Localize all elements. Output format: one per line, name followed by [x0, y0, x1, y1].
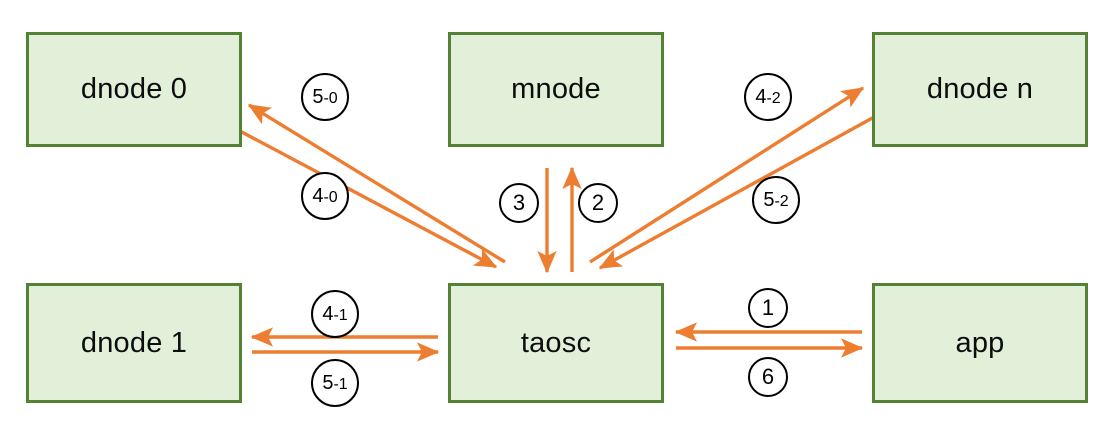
- edge-badge-label-5-0: 5-0: [312, 86, 338, 108]
- arrow-4-0: [237, 128, 498, 269]
- edge-badge-4-0: 4-0: [301, 172, 349, 220]
- edge-badge-label-4-0: 4-0: [312, 185, 338, 207]
- edge-badge-label-1: 1: [761, 295, 775, 320]
- edge-badge-label-5-2: 5-2: [763, 189, 789, 211]
- edge-badge-label-5-1: 5-1: [322, 372, 348, 394]
- node-taosc[interactable]: taosc: [448, 283, 664, 403]
- edge-badge-3: 3: [499, 183, 539, 223]
- node-label-taosc: taosc: [520, 326, 592, 359]
- edge-badge-5-2: 5-2: [752, 176, 800, 224]
- edge-badge-2: 2: [578, 183, 618, 223]
- edge-badge-6: 6: [748, 357, 788, 397]
- node-label-app: app: [955, 326, 1005, 359]
- edge-badge-5-1: 5-1: [311, 359, 359, 407]
- edge-badge-1: 1: [748, 288, 788, 328]
- node-label-mnode: mnode: [511, 73, 601, 105]
- node-label-dnode-n: dnode n: [926, 73, 1034, 105]
- node-dnode-1[interactable]: dnode 1: [26, 283, 242, 403]
- edge-badge-label-3: 3: [512, 190, 526, 215]
- node-label-dnode-1: dnode 1: [80, 326, 188, 359]
- edge-badge-4-2: 4-2: [744, 73, 792, 121]
- edge-badge-label-2: 2: [591, 190, 605, 215]
- node-dnode-0[interactable]: dnode 0: [26, 32, 242, 147]
- edge-badge-label-4-1: 4-1: [322, 303, 348, 325]
- node-mnode[interactable]: mnode: [448, 32, 664, 147]
- node-app[interactable]: app: [872, 283, 1088, 403]
- node-label-dnode-0: dnode 0: [80, 73, 188, 105]
- edge-badge-5-0: 5-0: [301, 73, 349, 121]
- edge-badge-label-6: 6: [761, 364, 775, 389]
- edge-badge-4-1: 4-1: [311, 290, 359, 338]
- node-dnode-n[interactable]: dnode n: [872, 32, 1088, 147]
- edge-badge-label-4-2: 4-2: [755, 86, 781, 108]
